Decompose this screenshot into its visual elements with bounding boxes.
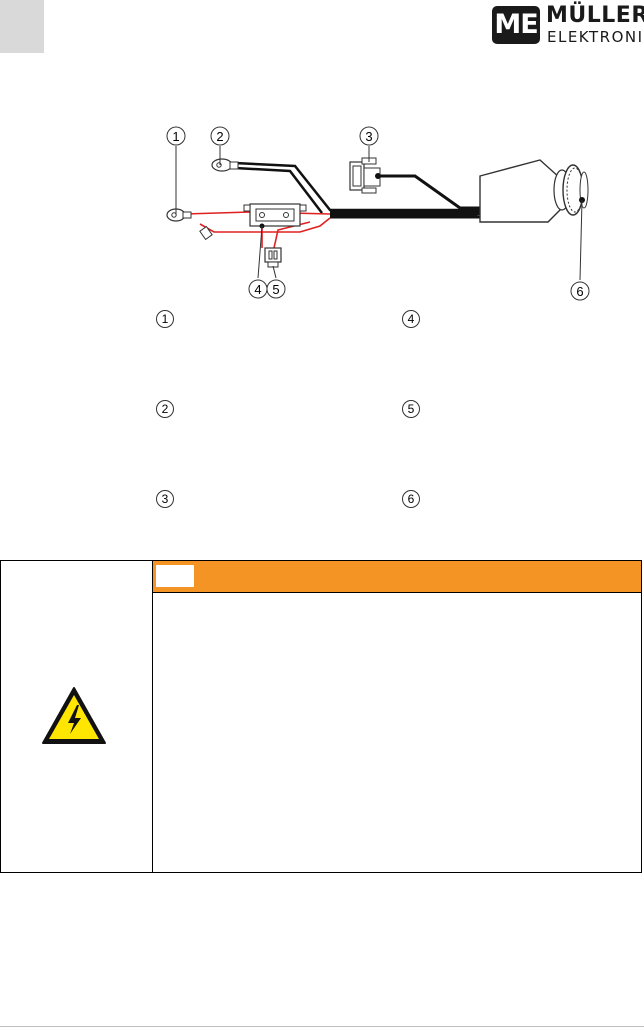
ring-terminal-1 bbox=[166, 208, 192, 222]
black-cables-upper bbox=[234, 161, 480, 214]
callout-2: 2 bbox=[210, 126, 230, 146]
callout-5-label: 5 bbox=[272, 282, 279, 297]
main-plug-housing bbox=[479, 159, 589, 223]
footer-rule bbox=[0, 1026, 644, 1027]
ring-terminal-2 bbox=[211, 158, 239, 172]
warning-icon-cell bbox=[1, 561, 153, 872]
main-cable-trunk bbox=[329, 209, 481, 219]
logo-subtitle: ELEKTRONIK bbox=[547, 28, 644, 46]
legend-marker-6: 6 bbox=[402, 490, 420, 508]
sub-d-connector bbox=[349, 157, 381, 194]
callout-6-label: 6 bbox=[576, 284, 583, 299]
small-lug bbox=[199, 225, 213, 241]
legend-marker-5: 5 bbox=[402, 400, 420, 418]
cable-to-sub-d bbox=[378, 174, 480, 210]
logo-name: MÜLLER bbox=[546, 3, 644, 28]
legend-marker-2: 2 bbox=[156, 400, 174, 418]
legend-marker-3: 3 bbox=[156, 490, 174, 508]
warning-header-bar bbox=[153, 561, 641, 593]
mueller-elektronik-logo: ME MÜLLER ELEKTRONIK bbox=[492, 4, 644, 50]
callout-numbers: 1 2 3 4 5 6 bbox=[166, 126, 590, 301]
fuse-plug bbox=[264, 247, 282, 268]
warning-notice bbox=[0, 560, 642, 873]
legend-marker-4: 4 bbox=[402, 310, 420, 328]
warning-body bbox=[153, 593, 641, 872]
signal-word bbox=[156, 565, 194, 587]
logo-badge: ME bbox=[492, 6, 540, 44]
callout-leader-lines bbox=[175, 146, 583, 281]
page-tab-marker bbox=[0, 0, 44, 53]
callout-5: 5 bbox=[266, 279, 286, 299]
callout-3: 3 bbox=[359, 126, 379, 146]
electric-shock-warning-icon bbox=[42, 687, 106, 744]
cable-harness-diagram: 1 2 3 4 5 6 bbox=[166, 126, 590, 301]
callout-1: 1 bbox=[166, 126, 186, 146]
callout-1-label: 1 bbox=[172, 129, 179, 144]
callout-4: 4 bbox=[248, 279, 268, 299]
legend-marker-1: 1 bbox=[156, 310, 174, 328]
callout-3-label: 3 bbox=[365, 129, 372, 144]
callout-4-label: 4 bbox=[254, 282, 261, 297]
callout-6: 6 bbox=[570, 281, 590, 301]
callout-2-label: 2 bbox=[216, 129, 223, 144]
logo-badge-text: ME bbox=[494, 9, 538, 40]
fuse-holder bbox=[243, 203, 307, 229]
